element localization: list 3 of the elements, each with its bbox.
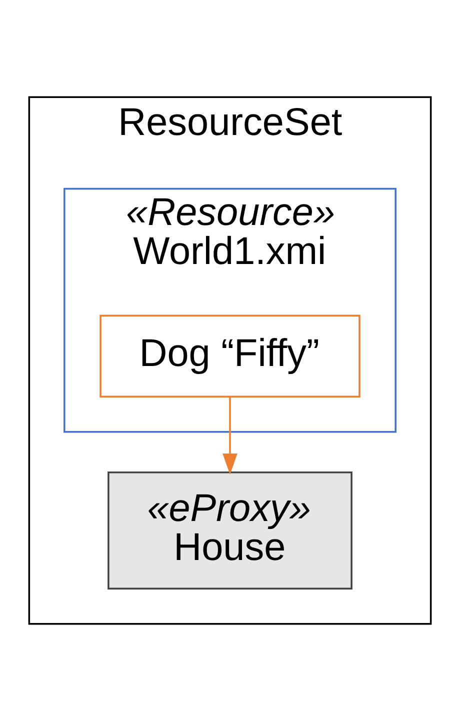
arrow [222,396,238,475]
node-box: «eProxy» House [108,471,352,590]
node-box: Dog “Fiffy” [100,314,360,398]
